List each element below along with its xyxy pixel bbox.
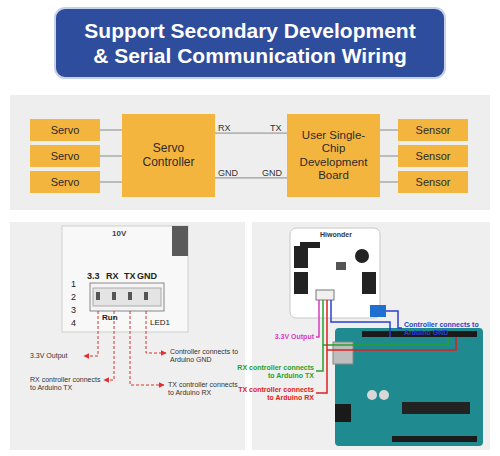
pin <box>144 292 148 300</box>
board-edge <box>172 226 188 256</box>
connector-line <box>100 130 122 131</box>
brand-name: Hiwonder <box>320 231 364 239</box>
servo-box: Servo <box>30 119 100 141</box>
callout-note: Controller connects to Arduino GND <box>170 348 242 364</box>
wire <box>327 337 456 350</box>
node-text: Servo <box>51 176 80 189</box>
wire <box>316 300 323 371</box>
wire <box>316 300 319 337</box>
silkscreen-text: 10V <box>112 229 142 238</box>
connector-line <box>380 130 398 131</box>
panel <box>10 222 245 450</box>
pin-number: 3 <box>71 305 79 315</box>
pin-name: GND <box>137 271 163 281</box>
panel <box>10 95 490 210</box>
node-text: User Single-Chip Development Board <box>295 129 372 182</box>
pin-number: 4 <box>71 318 79 328</box>
callout-note: RX controller connects to Arduino TX <box>232 364 314 380</box>
servo-header <box>294 246 308 268</box>
capacitor <box>379 390 389 400</box>
controller-board <box>290 228 380 318</box>
pin-number: 2 <box>71 292 79 302</box>
node-text: Servo <box>51 150 80 163</box>
buzzer <box>355 249 369 263</box>
silkscreen-text: Run <box>102 313 122 322</box>
power-jack <box>335 404 351 422</box>
pin-name: 3.3 <box>87 271 105 281</box>
sensor-box: Sensor <box>398 171 468 193</box>
signal-name: TX <box>270 123 286 133</box>
signal-name: GND <box>262 168 286 178</box>
pin <box>96 292 100 300</box>
pin <box>112 292 116 300</box>
power-terminal <box>370 305 386 317</box>
node-text: Servo <box>51 124 80 137</box>
node-text: Sensor <box>416 176 451 189</box>
pin-name: RX <box>106 271 124 281</box>
servo-box: Servo <box>30 145 100 167</box>
callout-note: TX controller connects to Arduino RX <box>232 386 314 402</box>
wire <box>316 300 327 393</box>
chip <box>336 262 346 270</box>
wire <box>331 300 390 337</box>
callout-note: RX controller connects to Arduino TX <box>30 376 102 392</box>
serial-port <box>316 290 334 300</box>
connector-line <box>100 156 122 157</box>
pin <box>128 292 132 300</box>
wire <box>323 337 448 345</box>
title-holder: Support Secondary Development & Serial C… <box>55 8 445 78</box>
pin-header <box>392 436 477 442</box>
leader-line <box>146 311 166 353</box>
connector-line <box>380 182 398 183</box>
servo-header <box>300 242 320 248</box>
capacitor <box>367 390 377 400</box>
callout-note: Controller connects to Arduino GND <box>404 321 486 337</box>
servo-header <box>362 272 376 294</box>
callout-note: 3.3V Output <box>30 352 82 360</box>
microcontroller <box>402 402 470 414</box>
node-text: Sensor <box>416 150 451 163</box>
callout-note: TX controller connects to Arduino RX <box>168 381 240 397</box>
pin-number: 1 <box>71 279 79 289</box>
signal-name: RX <box>218 123 238 133</box>
connector-socket <box>93 288 161 306</box>
board-box: User Single-Chip Development Board <box>287 114 380 197</box>
controller-box: Servo Controller <box>122 114 215 197</box>
silkscreen-text: LED1 <box>150 318 176 327</box>
servo-header <box>294 272 308 294</box>
wire <box>386 311 402 328</box>
node-text: Servo Controller <box>134 142 203 170</box>
sensor-box: Sensor <box>398 119 468 141</box>
pin-name: TX <box>124 271 138 281</box>
panel <box>252 222 490 450</box>
sensor-box: Sensor <box>398 145 468 167</box>
callout-note: 3.3V Output <box>256 333 314 341</box>
connector-line <box>380 156 398 157</box>
title-banner <box>55 8 445 78</box>
leader-line <box>84 311 98 356</box>
connector-line <box>100 182 122 183</box>
node-text: Sensor <box>416 124 451 137</box>
servo-box: Servo <box>30 171 100 193</box>
title-text: Support Secondary Development & Serial C… <box>80 18 420 68</box>
connector-housing <box>90 283 164 311</box>
board-photo <box>62 226 188 332</box>
signal-name: GND <box>218 168 242 178</box>
